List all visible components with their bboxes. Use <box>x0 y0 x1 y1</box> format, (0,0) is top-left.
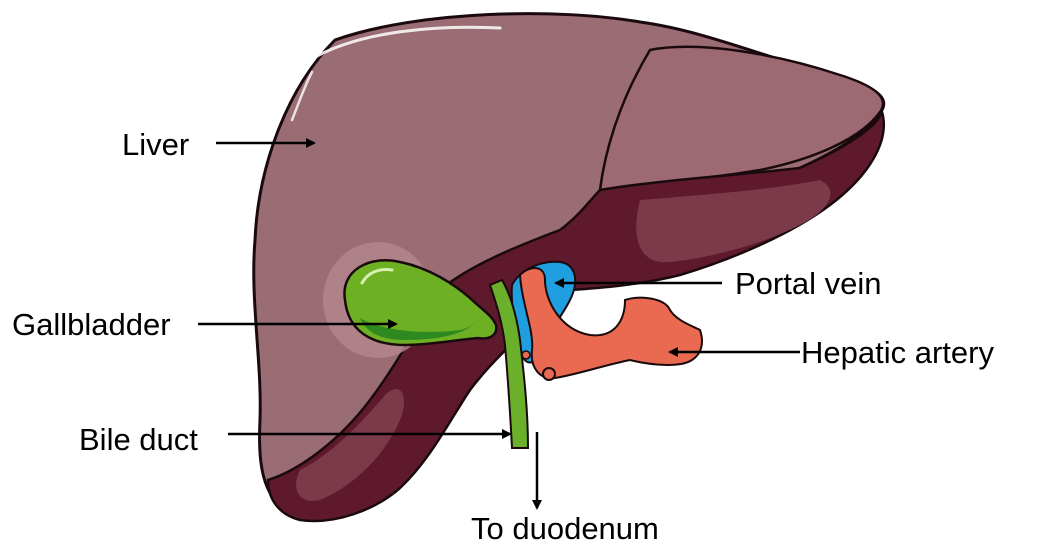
bile-duct-label: Bile duct <box>79 424 198 455</box>
artery-stump <box>543 368 555 380</box>
portal-vein-label: Portal vein <box>735 268 881 299</box>
liver-label: Liver <box>122 129 189 160</box>
hepatic-artery-label: Hepatic artery <box>801 337 994 368</box>
gallbladder-label: Gallbladder <box>12 309 171 340</box>
artery-stump-2 <box>522 351 530 359</box>
to-duodenum-label: To duodenum <box>471 513 659 544</box>
